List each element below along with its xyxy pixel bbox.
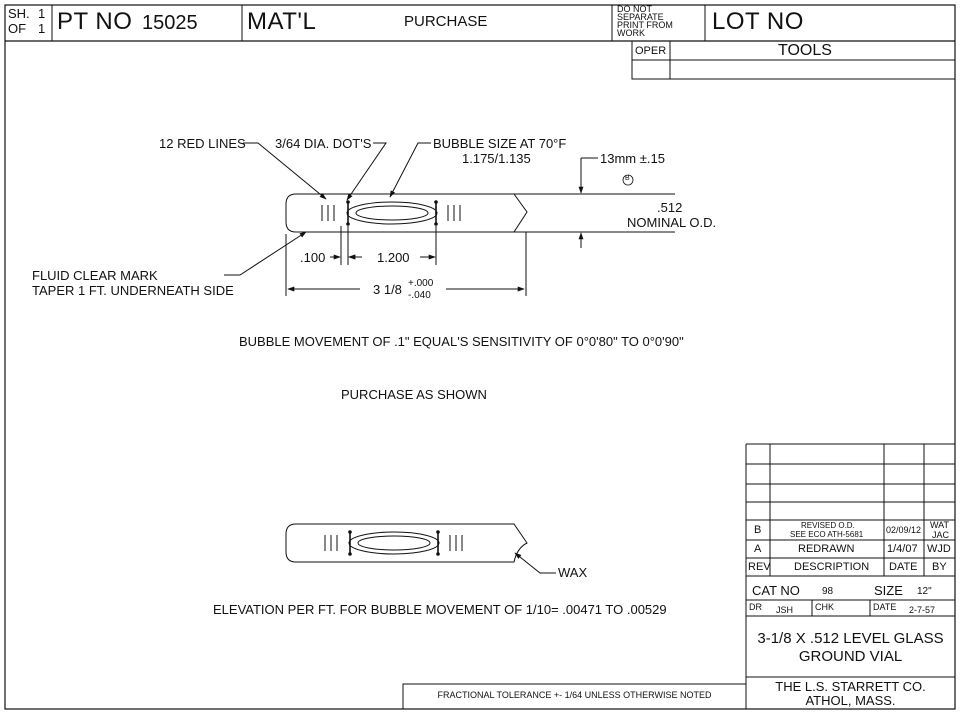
- callout-bubble-size: BUBBLE SIZE AT 70°F: [433, 136, 567, 151]
- title-block-grid: [402, 599, 955, 710]
- rev-b-desc-1: REVISED O.D.: [801, 521, 855, 530]
- rev-a-by: WJD: [927, 543, 951, 555]
- note-purchase: PURCHASE AS SHOWN: [341, 387, 487, 402]
- rev-a-desc: REDRAWN: [798, 543, 855, 555]
- tools-label: TOOLS: [778, 42, 832, 59]
- bottom-vial-dots: [348, 530, 440, 556]
- bottom-vial-red-lines: [324, 532, 463, 554]
- dr-value: JSH: [776, 605, 794, 615]
- drawing-title-2: GROUND VIAL: [798, 648, 903, 665]
- sheet-label: SH.: [8, 6, 30, 21]
- note-elevation: ELEVATION PER FT. FOR BUBBLE MOVEMENT OF…: [213, 602, 667, 617]
- matl-value: PURCHASE: [404, 13, 488, 30]
- size-label: SIZE: [874, 583, 903, 598]
- pt-no-label: PT NO: [57, 8, 133, 35]
- of-number: 1: [38, 21, 46, 36]
- date-value: 2-7-57: [909, 605, 936, 615]
- cat-no-label: CAT NO: [752, 583, 800, 598]
- drawing-title-1: 3-1/8 X .512 LEVEL GLASS: [757, 630, 944, 647]
- sheet-number: 1: [38, 6, 46, 21]
- material-symbol-circle: [622, 174, 634, 186]
- rev-header-by: BY: [932, 561, 947, 573]
- callout-wax: WAX: [558, 565, 588, 580]
- date-label: DATE: [873, 602, 897, 612]
- top-vial-bubble: [346, 201, 438, 225]
- revision-grid: [745, 443, 955, 709]
- dim-100: .100: [300, 250, 326, 265]
- note-sensitivity: BUBBLE MOVEMENT OF .1" EQUAL'S SENSITIVI…: [239, 334, 684, 349]
- bottom-vial-outline: [285, 523, 528, 563]
- callout-fluid-mark: FLUID CLEAR MARK: [32, 268, 158, 283]
- dim-1200: 1.200: [377, 250, 410, 265]
- rev-b-date: 02/09/12: [886, 525, 922, 535]
- of-label: OF: [8, 21, 27, 36]
- rev-header-rev: REV: [748, 561, 771, 573]
- rev-b-desc-2: SEE ECO ATH-5681: [790, 530, 864, 539]
- length-dimensions: [285, 226, 527, 296]
- tol-plus: +.000: [408, 278, 434, 289]
- leader-lines: [224, 142, 556, 574]
- dr-label: DR: [749, 602, 762, 612]
- top-vial-red-lines: [321, 202, 461, 224]
- size-value: 12": [917, 586, 932, 597]
- top-vial-outline: [285, 193, 675, 233]
- tol-minus: -.040: [408, 290, 431, 301]
- rev-a-date: 1/4/07: [887, 543, 918, 555]
- oper-label: OPER: [635, 45, 667, 57]
- company-location: ATHOL, MASS.: [805, 693, 896, 708]
- rev-header-description: DESCRIPTION: [794, 561, 870, 573]
- do-not-separate-1: DO NOT: [617, 4, 652, 14]
- rev-header-date: DATE: [889, 561, 918, 573]
- rev-b-code: B: [754, 524, 762, 536]
- do-not-separate-4: WORK: [617, 28, 645, 38]
- chk-label: CHK: [815, 602, 835, 612]
- od-dimension: [578, 157, 598, 248]
- bottom-vial-bubble: [348, 531, 440, 555]
- top-vial-dots: [346, 200, 438, 226]
- callout-bubble-size-value: 1.175/1.135: [462, 151, 531, 166]
- matl-label: MAT'L: [247, 8, 317, 35]
- od-value: .512: [657, 200, 683, 215]
- pt-no-value: 15025: [142, 12, 198, 34]
- callout-thickness: 13mm ±.15: [600, 151, 665, 166]
- rev-a-code: A: [754, 543, 762, 555]
- rev-b-by-2: JAC: [932, 530, 950, 540]
- rev-b-by-1: WAT: [930, 520, 949, 530]
- callout-red-lines: 12 RED LINES: [159, 136, 246, 151]
- do-not-separate-3: PRINT FROM: [617, 20, 673, 30]
- cat-no-value: 98: [822, 586, 834, 597]
- callout-dots: 3/64 DIA. DOT'S: [275, 136, 372, 151]
- tolerance-note: FRACTIONAL TOLERANCE +- 1/64 UNLESS OTHE…: [437, 690, 712, 700]
- do-not-separate-2: SEPARATE: [617, 12, 664, 22]
- od-label: NOMINAL O.D.: [627, 215, 717, 230]
- callout-taper: TAPER 1 FT. UNDERNEATH SIDE: [32, 283, 234, 298]
- company-name: THE L.S. STARRETT CO.: [775, 679, 926, 694]
- lot-no-label: LOT NO: [712, 8, 804, 35]
- material-symbol: B: [625, 175, 630, 182]
- dim-length: 3 1/8: [373, 282, 402, 297]
